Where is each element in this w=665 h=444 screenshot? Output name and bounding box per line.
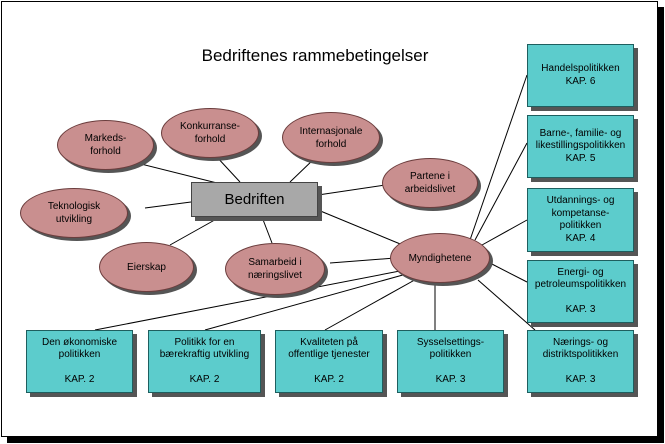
oval-eierskap: Eierskap <box>99 242 194 292</box>
link-bedriften-teknologisk <box>144 201 192 209</box>
frame-shadow-bottom <box>7 437 664 443</box>
link-bedriften-samarbeid <box>261 216 273 244</box>
link-bedriften-konkurranse <box>214 154 241 183</box>
link-myndighetene-barne <box>474 142 528 241</box>
diagram-title: Bedriftenes rammebetingelser <box>201 46 429 65</box>
link-myndighetene-kvaliteten <box>324 276 421 331</box>
link-bedriften-markedsforhold <box>124 159 226 186</box>
box-energi-petroleum: Energi- og petroleumspolitikken KAP. 3 <box>527 260 634 323</box>
box-barne-familie-likestilling: Barne-, familie- og likestillingspolitik… <box>527 115 634 178</box>
oval-samarbeid-i-naeringslivet: Samarbeid i næringslivet <box>225 243 325 295</box>
oval-internasjonale-forhold: Internasjonale forhold <box>282 112 380 163</box>
link-myndighetene-energi <box>487 261 528 283</box>
link-myndighetene-naerings <box>477 279 536 331</box>
frame-shadow-right <box>658 7 664 440</box>
link-bedriften-myndighetene <box>317 209 411 249</box>
link-myndighetene-politikk <box>204 272 411 331</box>
oval-myndighetene: Myndighetene <box>390 233 490 283</box>
link-bedriften-eierskap <box>169 216 221 246</box>
box-utdanning-kompetanse: Utdannings- og kompetanse- politikken KA… <box>527 188 634 252</box>
oval-markedsforhold: Markeds- forhold <box>57 120 154 170</box>
link-bedriften-internasjonale <box>289 157 316 183</box>
link-myndighetene-utdanning <box>481 219 528 246</box>
link-bedriften-partene <box>317 184 386 196</box>
box-sysselsettingspolitikken: Sysselsettings- politikken KAP. 3 <box>397 330 504 393</box>
oval-teknologisk-utvikling: Teknologisk utvikling <box>20 188 128 238</box>
box-baerekraftig-utvikling: Politikk for en bærekraftig utvikling KA… <box>148 330 261 393</box>
link-myndighetene-okonomiske <box>94 269 406 331</box>
link-myndighetene-handel <box>469 74 528 241</box>
link-samarbeid-myndighetene <box>329 257 396 264</box>
box-naerings-distrikt: Nærings- og distriktspolitikken KAP. 3 <box>527 330 634 393</box>
oval-konkurranseforhold: Konkurranse- forhold <box>161 108 259 158</box>
center-bedriften: Bedriften <box>191 182 318 217</box>
box-offentlige-tjenester: Kvaliteten på offentlige tjenester KAP. … <box>275 330 383 393</box>
box-okonomiske-politikken: Den økonomiske politikken KAP. 2 <box>26 330 133 393</box>
oval-partene-i-arbeidslivet: Partene i arbeidslivet <box>382 158 478 208</box>
box-handelspolitikken: Handelspolitikken KAP. 6 <box>527 44 634 107</box>
